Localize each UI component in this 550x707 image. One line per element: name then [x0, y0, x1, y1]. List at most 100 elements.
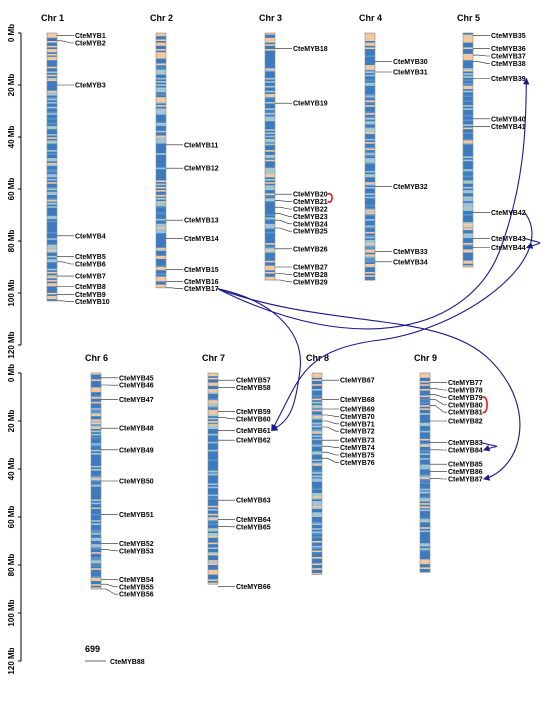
density-stripe: [47, 34, 57, 37]
density-stripe: [47, 241, 57, 244]
density-stripe: [365, 153, 375, 156]
density-stripe: [47, 260, 57, 263]
density-stripe: [365, 262, 375, 265]
density-stripe: [156, 47, 166, 50]
density-stripe: [312, 502, 322, 505]
density-stripe: [420, 525, 430, 528]
density-stripe: [265, 68, 275, 71]
density-stripe: [463, 238, 473, 241]
density-stripe: [365, 215, 375, 218]
density-stripe: [91, 457, 101, 460]
density-stripe: [208, 448, 218, 451]
density-stripe: [156, 77, 166, 80]
density-stripe: [265, 142, 275, 145]
axis-tick-label: 120 Mb: [7, 647, 16, 674]
density-stripe: [47, 193, 57, 196]
density-stripe: [420, 442, 430, 445]
density-stripe: [265, 169, 275, 172]
density-stripe: [47, 124, 57, 127]
density-stripe: [312, 385, 322, 388]
density-stripe: [265, 162, 275, 165]
density-stripe: [265, 211, 275, 214]
chromosomes: Chr 1CteMYB1CteMYB2CteMYB3CteMYB4CteMYB5…: [41, 13, 526, 599]
gene-label: CteMYB13: [184, 218, 219, 225]
density-stripe: [463, 132, 473, 135]
density-stripe: [91, 438, 101, 441]
density-stripe: [208, 517, 218, 519]
density-stripe: [208, 569, 218, 572]
density-stripe: [265, 235, 275, 238]
density-stripe: [91, 502, 101, 505]
density-stripe: [463, 162, 473, 165]
chromosome-7: Chr 7CteMYB57CteMYB58CteMYB59CteMYB60Cte…: [202, 353, 271, 591]
density-stripe: [265, 109, 275, 112]
density-stripe: [265, 63, 275, 66]
density-stripe: [156, 153, 166, 156]
density-stripe: [208, 432, 218, 435]
density-stripe: [265, 53, 275, 56]
density-stripe: [208, 433, 218, 436]
density-stripe: [365, 185, 375, 188]
density-stripe: [463, 167, 473, 170]
chromosome-4: Chr 4CteMYB30CteMYB31CteMYB32CteMYB33Cte…: [359, 13, 428, 281]
density-stripe: [265, 49, 275, 52]
density-stripe: [47, 268, 57, 271]
density-stripe: [156, 249, 166, 252]
density-stripe: [420, 376, 430, 379]
density-stripe: [420, 554, 430, 557]
density-stripe: [420, 495, 430, 498]
density-stripe: [265, 172, 275, 175]
density-stripe: [265, 116, 275, 119]
density-stripe: [420, 533, 430, 536]
density-stripe: [420, 517, 430, 520]
density-stripe: [463, 34, 473, 37]
density-stripe: [365, 241, 375, 244]
density-stripe: [463, 143, 473, 146]
density-stripe: [365, 235, 375, 238]
density-stripe: [91, 406, 101, 409]
density-stripe: [365, 92, 375, 95]
density-stripe: [47, 281, 57, 284]
density-stripe: [265, 268, 275, 271]
density-stripe: [156, 186, 166, 189]
density-stripe: [312, 478, 322, 481]
density-stripe: [208, 582, 218, 585]
density-stripe: [312, 441, 322, 444]
gene-label: CteMYB27: [293, 265, 328, 272]
density-stripe: [312, 411, 322, 414]
density-stripe: [91, 581, 101, 583]
chromosome-title: Chr 3: [259, 13, 282, 23]
density-stripe: [47, 90, 57, 93]
density-stripe: [420, 504, 430, 507]
segmental-link: [271, 212, 533, 432]
density-stripe: [47, 172, 57, 175]
density-stripe: [265, 33, 275, 36]
density-stripe: [463, 76, 473, 79]
density-stripe: [312, 510, 322, 513]
density-stripe: [312, 401, 322, 404]
density-stripe: [47, 82, 57, 85]
density-stripe: [47, 44, 57, 47]
density-stripe: [208, 557, 218, 559]
density-stripe: [91, 377, 101, 380]
density-stripe: [208, 405, 218, 407]
density-stripe: [156, 53, 166, 56]
density-stripe: [91, 387, 101, 390]
density-stripe: [463, 158, 473, 161]
density-stripe: [312, 421, 322, 423]
density-stripe: [365, 159, 375, 162]
density-stripe: [420, 432, 430, 435]
density-stripe: [265, 276, 275, 279]
density-stripe: [47, 297, 57, 300]
density-stripe: [420, 570, 430, 573]
density-stripe: [463, 202, 473, 205]
density-stripe: [91, 529, 101, 532]
density-stripe: [47, 212, 57, 215]
density-stripe: [156, 247, 166, 250]
density-stripe: [463, 114, 473, 117]
segmental-link: [524, 237, 541, 249]
density-stripe: [420, 461, 430, 464]
density-stripe: [47, 87, 57, 90]
density-stripe: [208, 429, 218, 431]
density-stripe: [91, 566, 101, 569]
